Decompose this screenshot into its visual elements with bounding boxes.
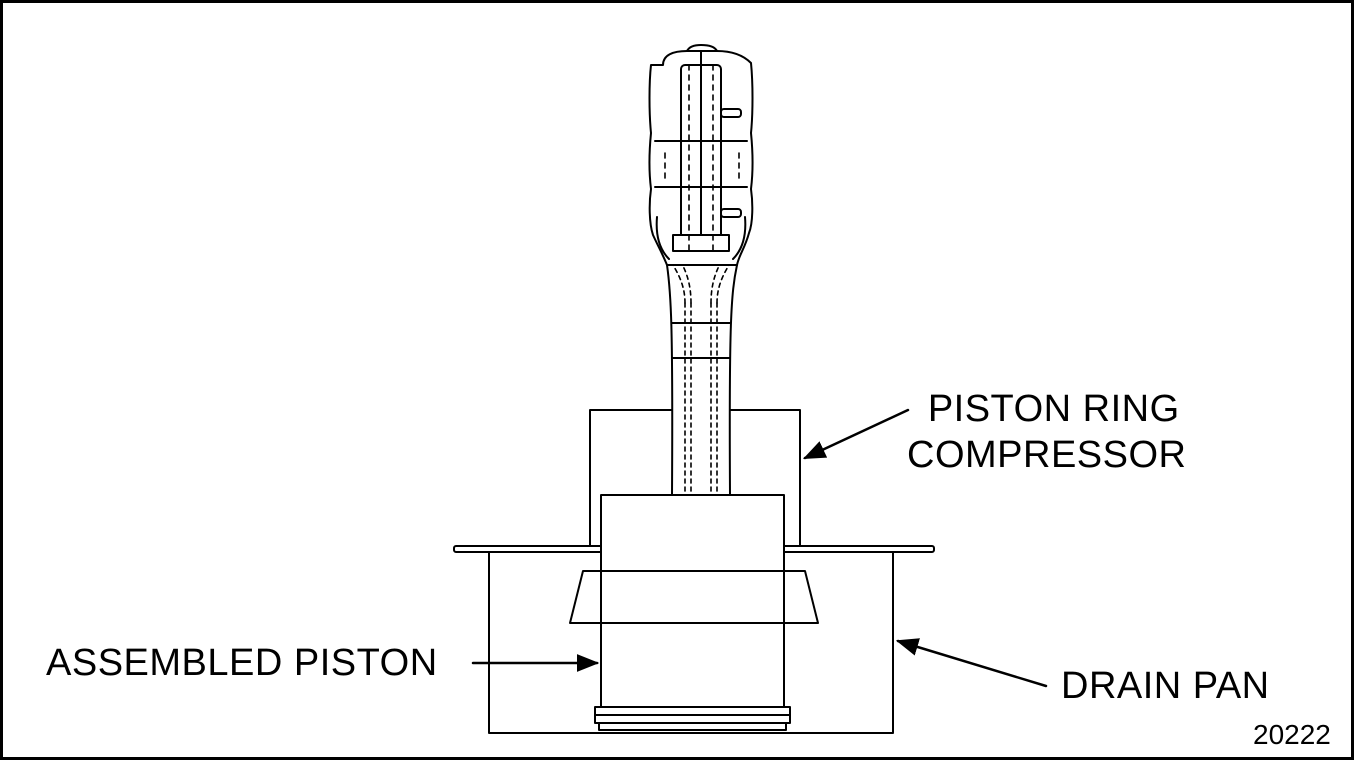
figure-number: 20222 — [1253, 719, 1331, 750]
leader-arrows — [471, 408, 1048, 688]
assembled-piston-drawing — [594, 494, 791, 731]
piston-install-diagram — [453, 44, 1048, 734]
piston-ring-compressor-label-line2: COMPRESSOR — [907, 434, 1187, 476]
connecting-rod-drawing — [666, 248, 738, 496]
rod-cap-drawing — [648, 44, 754, 266]
piston-ring-compressor-label: PISTON RING COMPRESSOR — [907, 386, 1186, 478]
arrow-piston-ring-compressor — [802, 408, 910, 460]
piston-ring-compressor-label-line1: PISTON RING — [927, 388, 1180, 430]
drain-pan-label: DRAIN PAN — [1061, 665, 1270, 707]
assembled-piston-label: ASSEMBLED PISTON — [46, 642, 438, 684]
arrow-drain-pan — [895, 638, 1048, 688]
